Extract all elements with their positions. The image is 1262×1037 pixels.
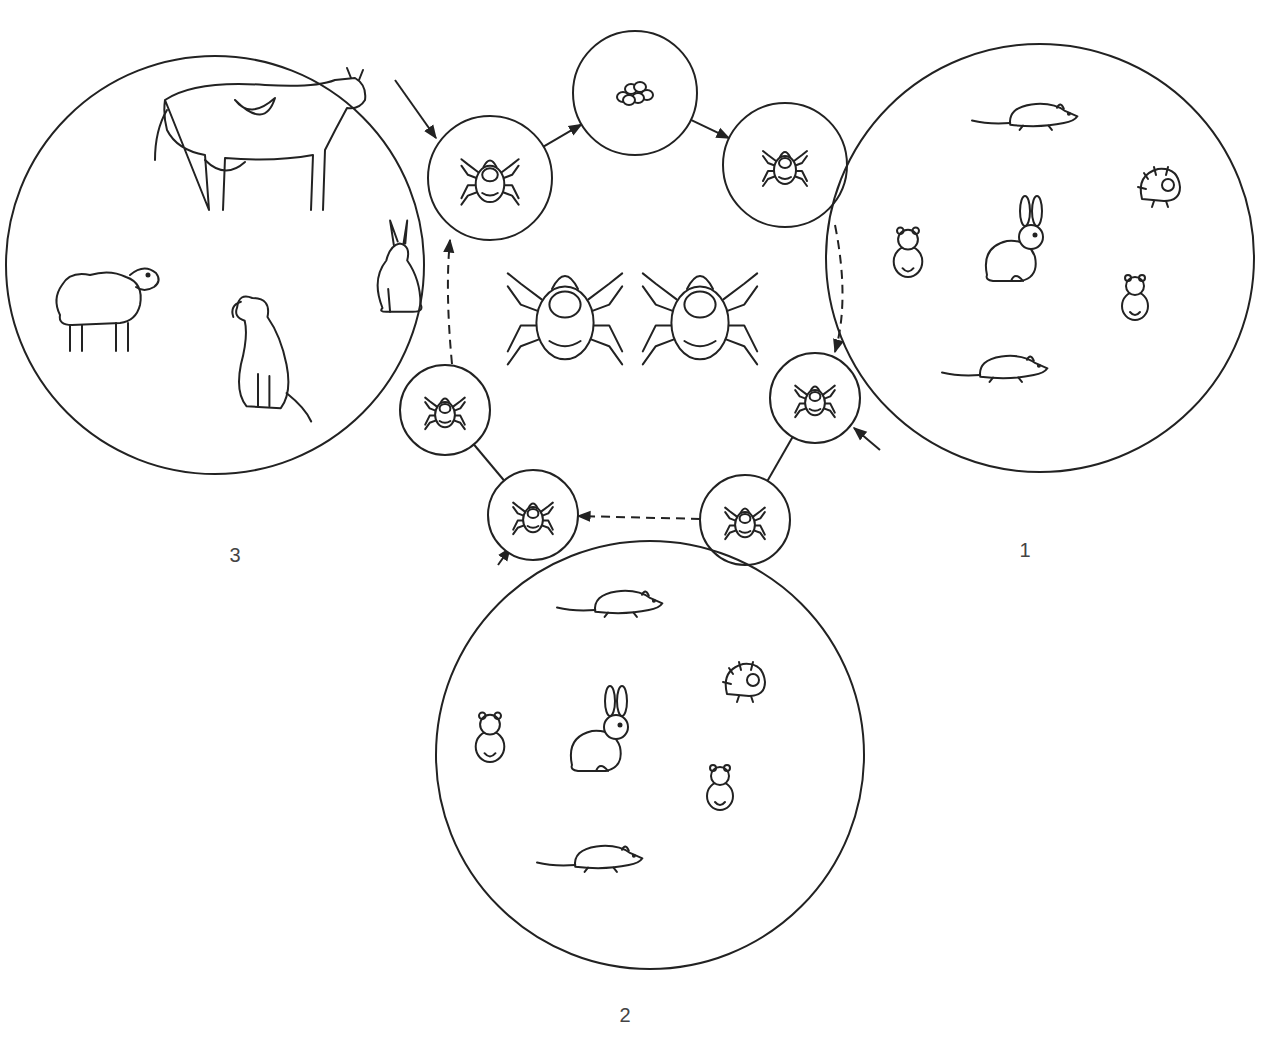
group-number: 1 xyxy=(1019,540,1030,560)
rodent-figure xyxy=(537,846,642,872)
rodent-figure xyxy=(557,591,662,617)
solid-arrow xyxy=(854,428,880,450)
tick-figure xyxy=(725,508,765,539)
rodent-figure xyxy=(942,356,1047,382)
host-circle: 3 xyxy=(5,55,425,475)
tick-figure xyxy=(763,151,807,186)
hamster-figure xyxy=(707,765,733,810)
cow-figure xyxy=(155,68,365,210)
stage-circle xyxy=(488,470,578,560)
host-circle-outline xyxy=(5,55,425,475)
stage-circle xyxy=(428,116,552,240)
tick-figure xyxy=(643,273,757,364)
hamster-figure xyxy=(894,228,923,278)
solid-arrow xyxy=(691,120,729,138)
dashed-arrow xyxy=(578,516,700,519)
rabbit-figure xyxy=(986,196,1043,281)
group-number: 2 xyxy=(619,1005,630,1025)
dashed-arrow xyxy=(448,240,452,364)
solid-arrow xyxy=(543,124,581,146)
sheep-figure xyxy=(56,268,158,351)
tick-figure xyxy=(508,273,622,364)
hare-figure xyxy=(378,221,422,312)
stage-circle xyxy=(573,31,697,155)
tick-figure xyxy=(513,503,553,534)
hamster-figure xyxy=(1122,275,1148,320)
tick-figure xyxy=(795,386,835,418)
host-circle: 1 xyxy=(825,43,1255,473)
small-mammal-figure xyxy=(1138,167,1180,207)
hamster-figure xyxy=(476,713,505,763)
group-number: 3 xyxy=(229,545,240,565)
solid-arrow xyxy=(767,437,792,481)
host-circle-outline xyxy=(825,43,1255,473)
stage-circle xyxy=(770,353,860,443)
rodent-figure xyxy=(972,104,1077,130)
stage-circle xyxy=(400,365,490,455)
solid-arrow xyxy=(474,444,504,480)
egg-cluster xyxy=(617,82,653,105)
host-circle-outline xyxy=(435,540,865,970)
solid-arrow xyxy=(395,80,436,138)
stage-circle xyxy=(723,103,847,227)
small-mammal-figure xyxy=(723,662,765,702)
host-circle: 2 xyxy=(435,540,865,970)
tick-figure xyxy=(461,159,518,205)
rabbit-figure xyxy=(571,686,628,771)
dog-figure xyxy=(232,296,311,421)
tick-figure xyxy=(425,398,465,430)
